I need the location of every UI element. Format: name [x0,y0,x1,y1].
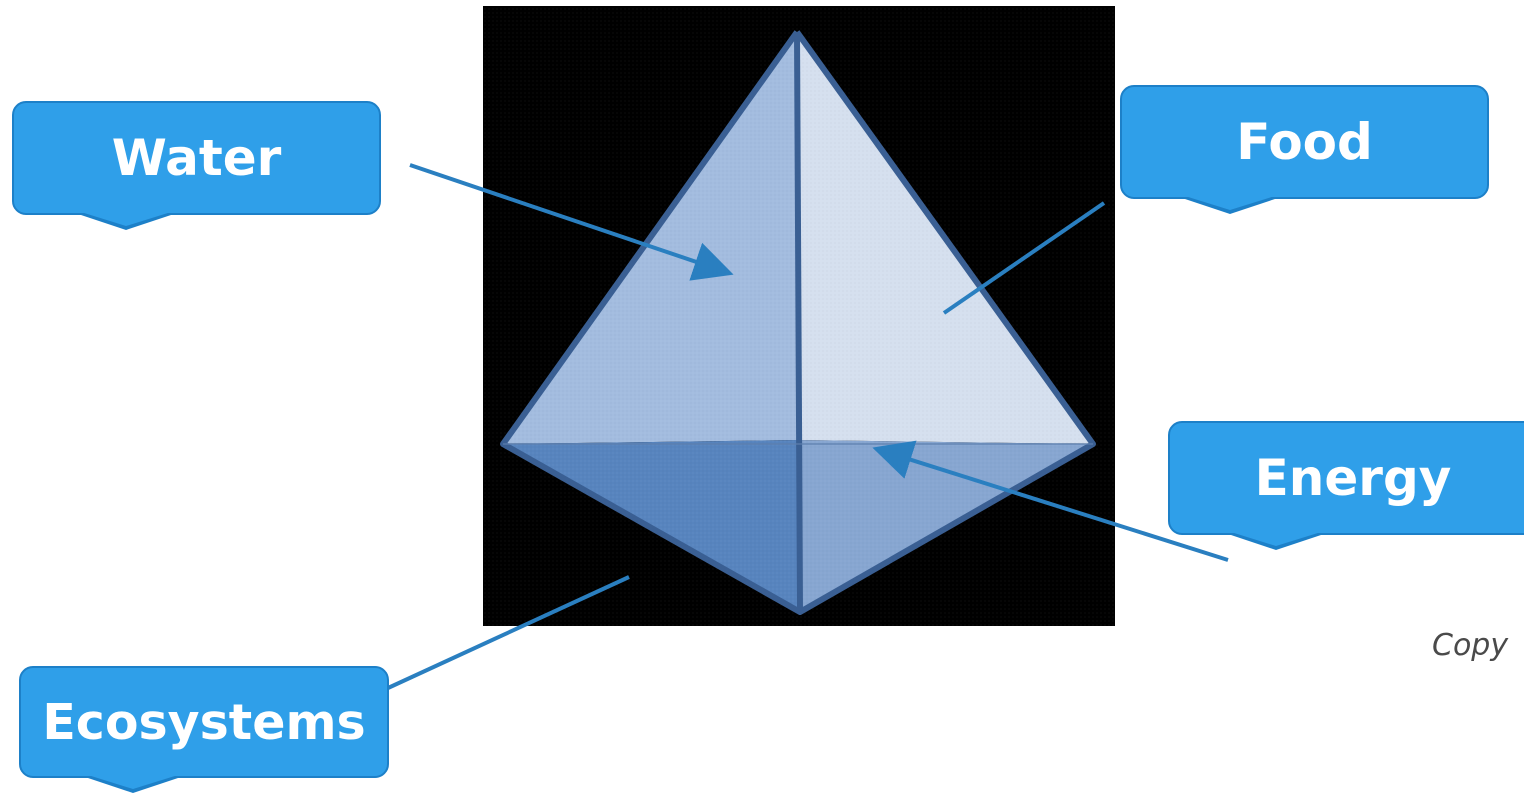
energy-callout-tail [1228,532,1324,550]
ecosystems-callout: Ecosystems [19,666,389,793]
water-arrow [409,163,734,281]
food-callout-tail [1182,196,1278,214]
ecosystems-connector [387,575,630,690]
food-callout: Food [1120,85,1489,214]
ecosystems-label: Ecosystems [42,693,366,751]
food-label: Food [1236,113,1373,171]
copyright-text: Copy [1432,628,1509,663]
pyramid [483,6,1115,626]
food-connector [942,201,1106,315]
pyramid-edge-vertical [794,31,803,613]
ecosystems-callout-tail [85,775,181,793]
energy-callout: Energy [1168,421,1524,550]
water-callout: Water [12,101,381,230]
water-callout-tail [78,212,174,230]
energy-label: Energy [1254,449,1452,507]
energy-arrow [872,440,1229,562]
water-label: Water [111,129,282,187]
